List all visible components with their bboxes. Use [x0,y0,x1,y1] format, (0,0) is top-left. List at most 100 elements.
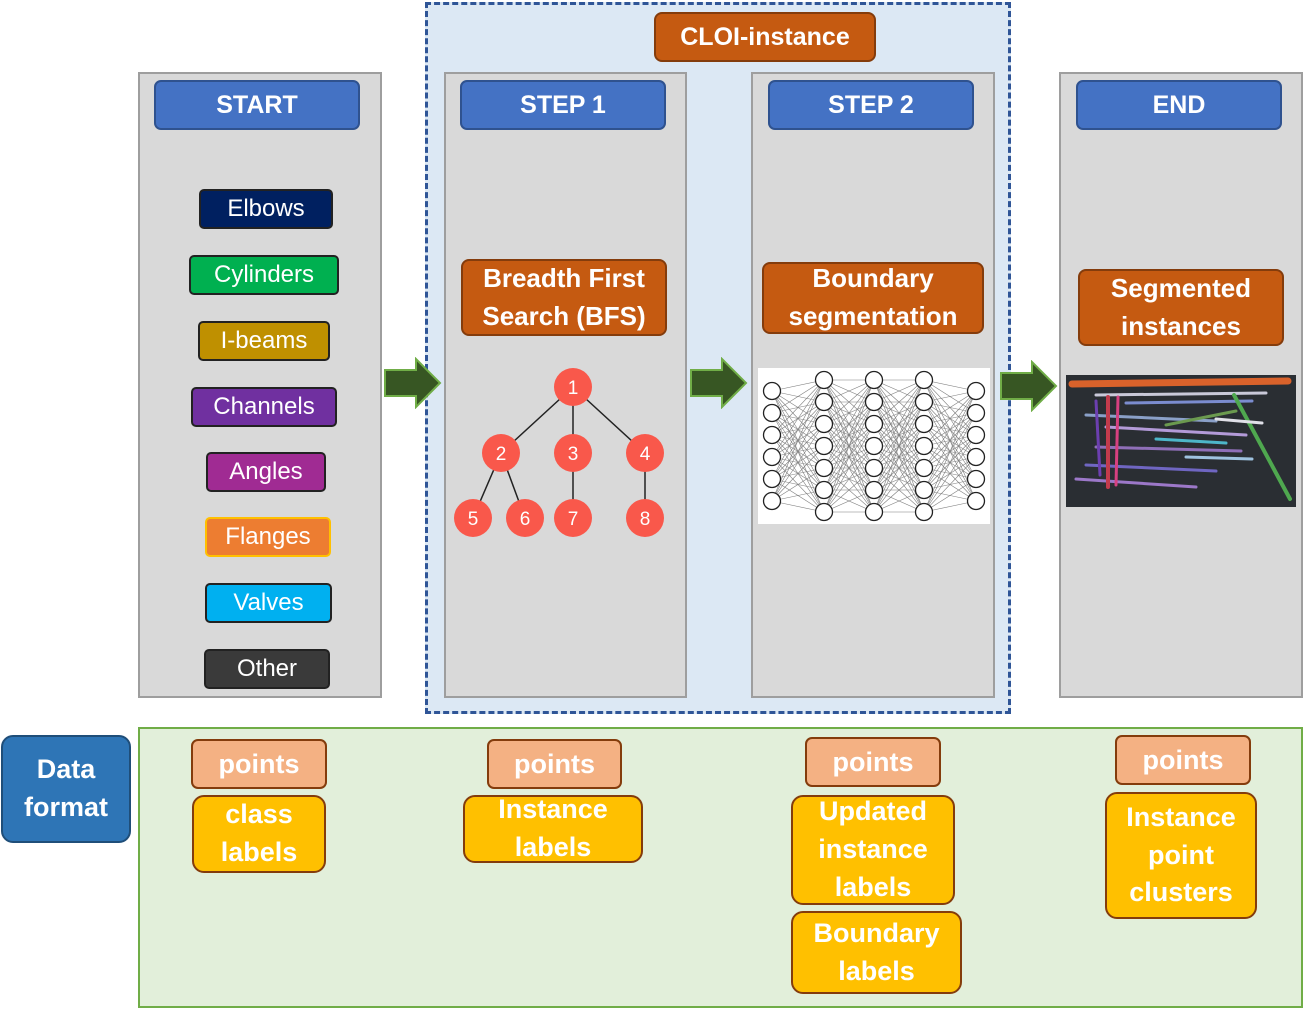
step2-points-box: points [805,737,941,787]
nn-edge [823,379,875,425]
nn-edge [923,390,977,447]
data-format-label: Data format [1,735,131,843]
nn-edge [923,390,977,469]
bfs-node-7 [554,499,592,537]
start-header: START [154,80,360,130]
nn-edge [823,379,875,469]
start-class-labels-box: class labels [192,795,326,873]
bfs-node-5 [454,499,492,537]
nn-edge [873,467,925,513]
nn-edge [923,434,977,513]
nn-edge [771,379,825,436]
end-points-box: points [1115,735,1251,785]
nn-neuron [864,502,884,522]
nn-edge [873,379,925,469]
nn-edge [771,467,825,502]
nn-neuron [966,381,986,401]
nn-neuron [814,502,834,522]
nn-edge [923,390,977,491]
bfs-tree-diagram: 1 2 3 4 5 6 7 8 [454,368,664,537]
step1-instance-labels-box: Instance labels [463,794,643,863]
nn-edge [873,423,925,513]
nn-edge [771,401,825,502]
bfs-node-label-5: 5 [468,509,479,530]
nn-neuron [864,392,884,412]
class-chip-flanges: Flanges [205,517,331,557]
nn-neuron [914,414,934,434]
bfs-node-label-8: 8 [640,509,651,530]
bfs-node-label-3: 3 [568,444,579,465]
step2-boundary-labels-box: Boundary labels [791,911,962,994]
nn-neuron [762,469,782,489]
bfs-node-4 [626,434,664,472]
neural-network-diagram [758,368,990,524]
nn-edge [873,379,925,447]
nn-neuron [914,392,934,412]
nn-neuron [864,458,884,478]
nn-edge [823,467,875,513]
nn-neuron [914,436,934,456]
nn-edge [873,445,925,513]
nn-neuron [814,392,834,412]
class-chip-angles: Angles [206,452,326,492]
cloi-instance-label: CLOI-instance [654,12,876,62]
arrow-step2-to-end [1000,360,1058,412]
nn-edge [823,445,875,513]
nn-neuron [966,447,986,467]
end-header: END [1076,80,1282,130]
nn-edge [771,423,825,502]
nn-neuron [914,480,934,500]
bfs-node-1 [554,368,592,406]
bfs-node-8 [626,499,664,537]
start-points-box: points [191,739,327,789]
class-chip-cylinders: Cylinders [189,255,339,295]
class-chip-valves: Valves [205,583,332,623]
nn-neuron [762,425,782,445]
nn-neuron [762,403,782,423]
bfs-method-box: Breadth First Search (BFS) [461,259,667,336]
bfs-node-label-1: 1 [568,378,579,399]
bfs-node-6 [506,499,544,537]
nn-edge [771,379,825,458]
nn-edge [923,390,977,425]
segmented-instances-box: Segmented instances [1078,269,1284,346]
nn-neuron [914,502,934,522]
nn-neuron [914,458,934,478]
step1-header: STEP 1 [460,80,666,130]
nn-neuron [814,480,834,500]
boundary-segmentation-box: Boundary segmentation [762,262,984,334]
arrow-step1-to-step2 [690,357,748,409]
nn-neuron [814,436,834,456]
nn-edge [923,456,977,513]
bfs-node-label-2: 2 [496,444,507,465]
bfs-node-label-7: 7 [568,509,579,530]
nn-neuron [864,436,884,456]
bfs-node-3 [554,434,592,472]
step2-header: STEP 2 [768,80,974,130]
arrow-start-to-step1 [384,357,442,409]
nn-neuron [814,458,834,478]
class-chip-channels: Channels [191,387,337,427]
step2-updated-instance-labels-box: Updated instance labels [791,795,955,905]
nn-neuron [864,480,884,500]
nn-neuron [814,414,834,434]
nn-edge [923,412,977,513]
nn-edge [923,478,977,513]
nn-neuron [864,414,884,434]
nn-edge [823,379,875,447]
bfs-node-2 [482,434,520,472]
nn-edge [771,379,825,414]
class-chip-i-beams: I-beams [198,321,330,361]
bfs-node-label-4: 4 [640,444,651,465]
step1-points-box: points [487,739,622,789]
nn-neuron [762,381,782,401]
nn-edge [771,445,825,502]
nn-neuron [814,370,834,390]
nn-neuron [966,469,986,489]
segmented-point-cloud-image [1066,375,1296,507]
class-chip-elbows: Elbows [199,189,333,229]
nn-neuron [914,370,934,390]
bfs-node-label-6: 6 [520,509,531,530]
nn-neuron [966,425,986,445]
end-instance-point-clusters-box: Instance point clusters [1105,792,1257,919]
